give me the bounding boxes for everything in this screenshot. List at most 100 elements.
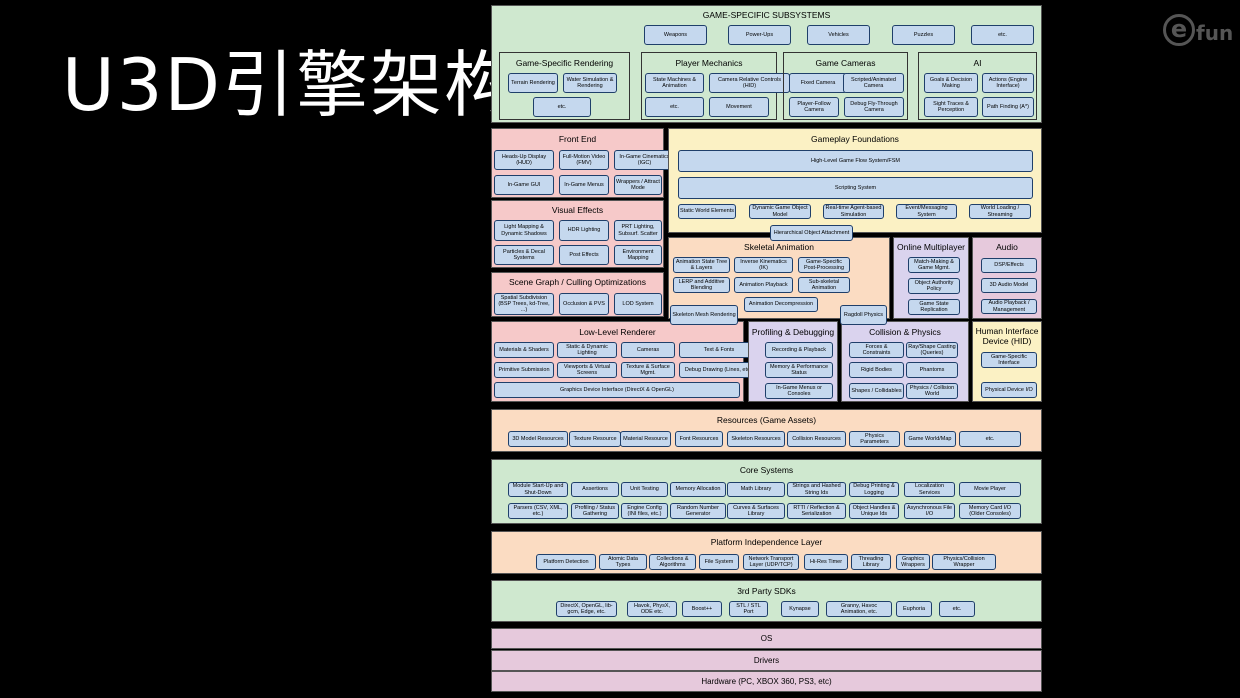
component-box: Object Handles & Unique Ids <box>849 503 899 519</box>
component-box: Physics Parameters <box>849 431 900 447</box>
component-box: Cameras <box>621 342 675 358</box>
component-box: Heads-Up Display (HUD) <box>494 150 554 170</box>
component-box: State Machines & Animation <box>645 73 704 93</box>
component-box: Parsers (CSV, XML, etc.) <box>508 503 568 519</box>
component-box: Curves & Surfaces Library <box>727 503 785 519</box>
component-box: Viewports & Virtual Screens <box>557 362 617 378</box>
panel-title: Online Multiplayer <box>896 242 966 252</box>
component-box: In-Game Menus <box>559 175 609 195</box>
component-box: Water Simulation & Rendering <box>563 73 617 93</box>
component-box: etc. <box>645 97 704 117</box>
component-box: Terrain Rendering <box>508 73 558 93</box>
panel-title: Game-Specific Rendering <box>515 58 614 68</box>
component-box: Spatial Subdivision (BSP Trees, kd-Tree,… <box>494 293 554 315</box>
component-box: Threading Library <box>851 554 891 570</box>
component-box: Assertions <box>571 482 619 497</box>
panel-resources: Resources (Game Assets)3D Model Resource… <box>491 409 1042 452</box>
component-box: Match-Making & Game Mgmt. <box>908 257 960 273</box>
component-box: Animation Playback <box>734 277 793 293</box>
component-box: etc. <box>971 25 1034 45</box>
component-box: Primitive Submission <box>494 362 554 378</box>
panel-title: Scene Graph / Culling Optimizations <box>508 277 646 287</box>
component-box: PRT Lighting, Subsurf. Scatter <box>614 220 662 241</box>
panel-title: 3rd Party SDKs <box>737 586 796 596</box>
component-box: Profiling / Status Gathering <box>571 503 619 519</box>
component-box: Strings and Hashed String Ids <box>787 482 846 497</box>
layer-label: Hardware (PC, XBOX 360, PS3, etc) <box>701 677 832 686</box>
component-box: Memory Card I/O (Older Consoles) <box>959 503 1021 519</box>
component-box: Memory Allocation <box>670 482 726 497</box>
component-box: Debug Printing & Logging <box>849 482 899 497</box>
component-box: Animation Decompression <box>744 297 818 312</box>
component-box: HDR Lighting <box>559 220 609 241</box>
component-box: Euphoria <box>896 601 932 617</box>
component-box: Ragdoll Physics <box>840 305 887 325</box>
component-box: Module Start-Up and Shut-Down <box>508 482 568 497</box>
component-box: Puzzles <box>892 25 955 45</box>
component-box: Power-Ups <box>728 25 791 45</box>
panel-title: Human Interface Device (HID) <box>975 326 1039 346</box>
component-box: Physics / Collision World <box>906 383 958 399</box>
component-box: LERP and Additive Blending <box>673 277 730 293</box>
component-box: Inverse Kinematics (IK) <box>734 257 793 273</box>
panel-title: Platform Independence Layer <box>710 537 823 547</box>
component-box: Forces & Constraints <box>849 342 904 358</box>
logo-mark: e <box>1163 14 1195 46</box>
layer-label: Drivers <box>753 656 780 665</box>
component-box: Texture Resource <box>569 431 621 447</box>
panel-title: AI <box>973 58 982 68</box>
panel-title: Skeletal Animation <box>744 242 814 252</box>
component-box: Havok, PhysX, ODE etc. <box>627 601 677 617</box>
component-box: Physical Device I/O <box>981 382 1037 398</box>
component-box: Fixed Camera <box>789 73 847 93</box>
slide-title: U3D引擎架构 <box>62 43 518 127</box>
component-box: Dynamic Game Object Model <box>749 204 811 219</box>
component-box: Atomic Data Types <box>599 554 647 570</box>
component-box: Boost++ <box>682 601 722 617</box>
panel-hid: Human Interface Device (HID)Game-Specifi… <box>972 321 1042 402</box>
component-box: Wrappers / Attract Mode <box>614 175 662 195</box>
component-box: Asynchronous File I/O <box>904 503 955 519</box>
panel-drivers: Drivers <box>491 650 1042 671</box>
panel-title: Resources (Game Assets) <box>716 415 817 425</box>
component-box: Sub-skeletal Animation <box>798 277 850 293</box>
component-box: Occlusion & PVS <box>559 293 609 315</box>
component-box: Post Effects <box>559 245 609 265</box>
component-box: Graphics Wrappers <box>896 554 930 570</box>
component-box: Hi-Res Timer <box>804 554 848 570</box>
panel-title: Collision & Physics <box>869 327 941 337</box>
component-box: Static & Dynamic Lighting <box>557 342 617 358</box>
component-box: Localization Services <box>904 482 955 497</box>
component-box: Hierarchical Object Attachment <box>770 225 853 241</box>
component-box: Audio Playback / Management <box>981 299 1037 314</box>
component-box: Phantoms <box>906 362 958 378</box>
panel-hardware: Hardware (PC, XBOX 360, PS3, etc) <box>491 671 1042 692</box>
component-box: Materials & Shaders <box>494 342 554 358</box>
component-box: Random Number Generator <box>670 503 726 519</box>
component-box: Texture & Surface Mgmt. <box>621 362 675 378</box>
layer-label: OS <box>760 634 773 643</box>
component-box: Goals & Decision Making <box>924 73 978 93</box>
component-box: In-Game Menus or Consoles <box>765 383 833 399</box>
component-box: Light Mapping & Dynamic Shadows <box>494 220 554 241</box>
component-box: Environment Mapping <box>614 245 662 265</box>
component-box: DirectX, OpenGL, lib-gcm, Edge, etc. <box>556 601 617 617</box>
component-box: etc. <box>533 97 591 117</box>
panel-title: Visual Effects <box>551 205 604 215</box>
component-box: Network Transport Layer (UDP/TCP) <box>743 554 799 570</box>
component-box: Static World Elements <box>678 204 736 219</box>
component-box: File System <box>699 554 739 570</box>
panel-title: Profiling & Debugging <box>751 327 835 337</box>
component-box: etc. <box>939 601 975 617</box>
panel-title: GAME-SPECIFIC SUBSYSTEMS <box>702 10 831 20</box>
component-box: 3D Audio Model <box>981 278 1037 293</box>
component-box: Vehicles <box>807 25 870 45</box>
